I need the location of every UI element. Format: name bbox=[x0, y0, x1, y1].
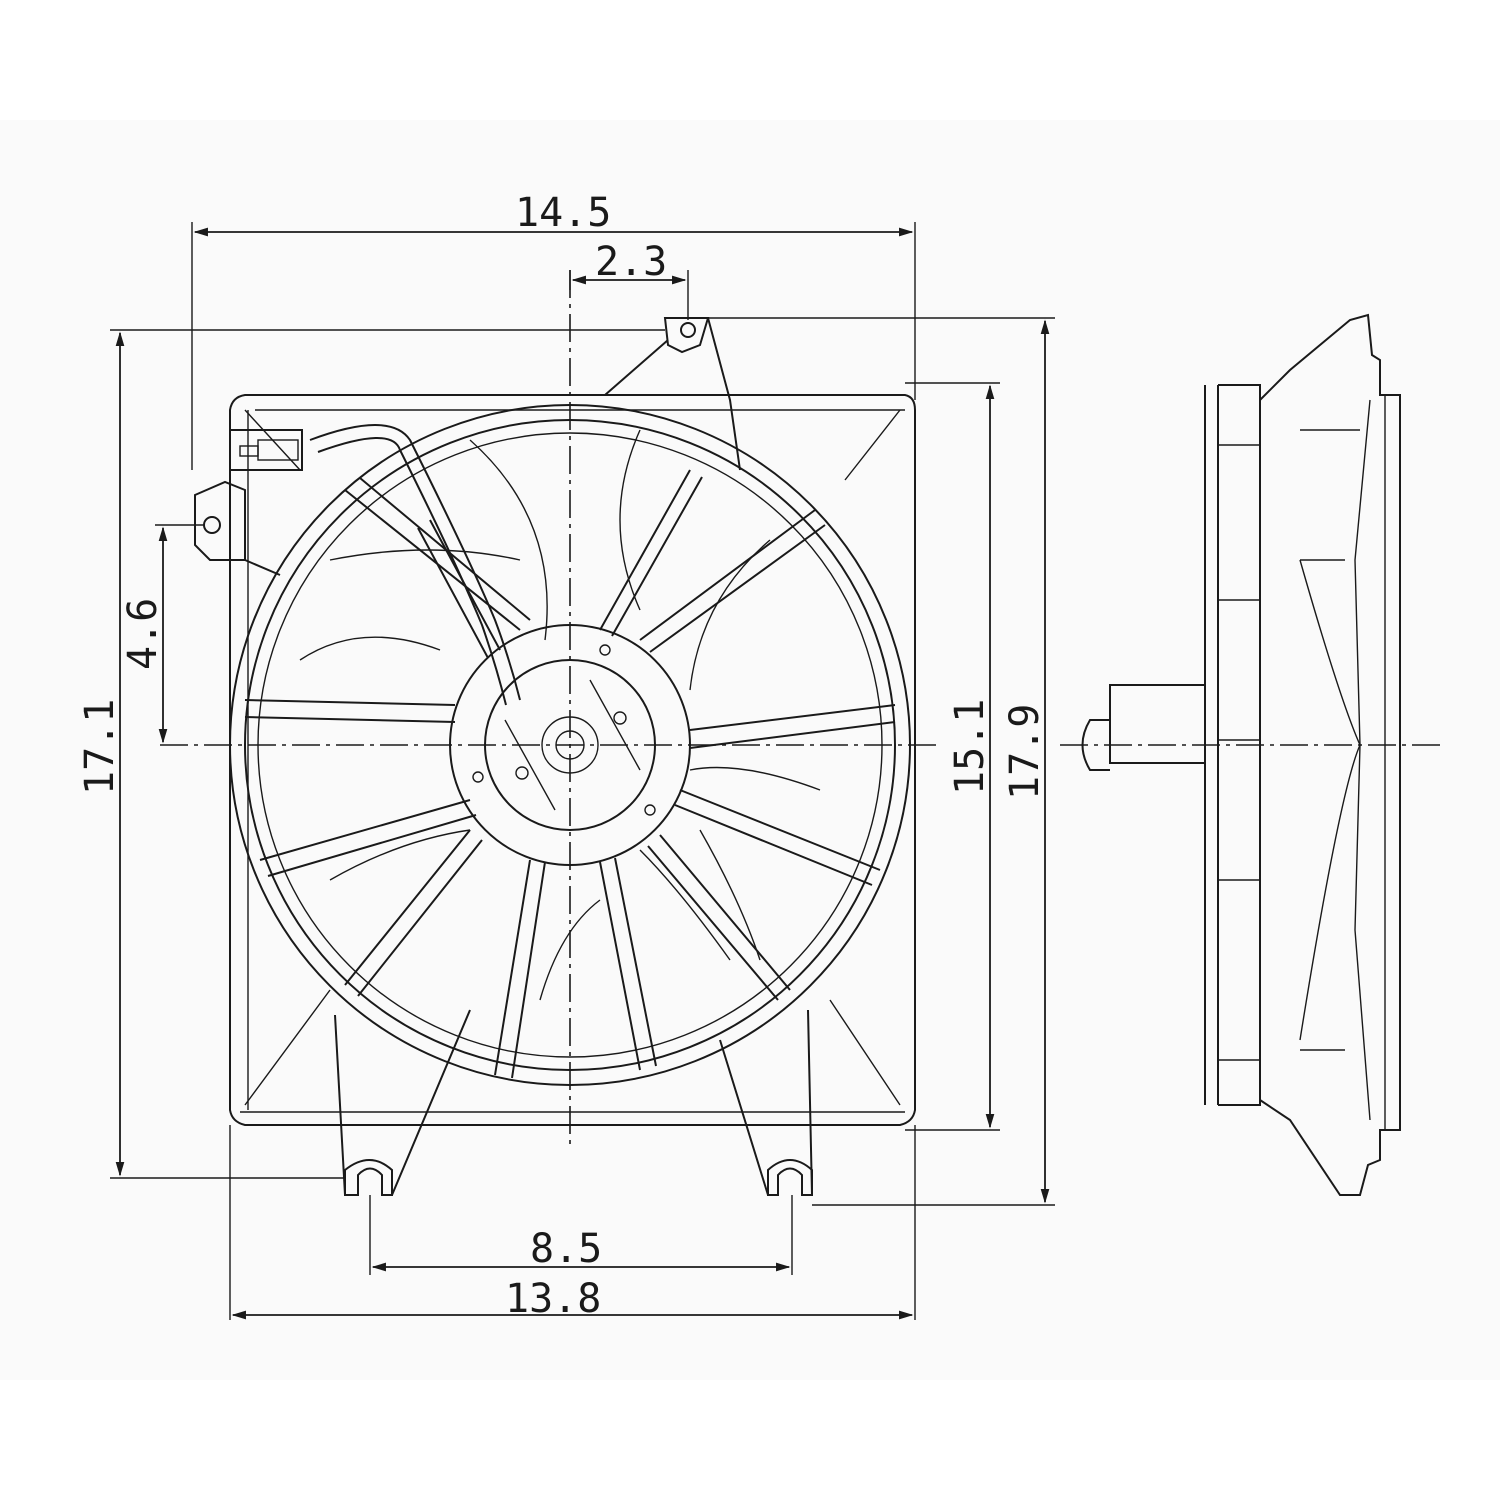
dim-label-13-8: 13.8 bbox=[505, 1276, 601, 1322]
dim-label-8-5: 8.5 bbox=[530, 1226, 602, 1272]
dim-label-14-5: 14.5 bbox=[515, 190, 611, 236]
side-view bbox=[1060, 313, 1440, 1196]
fan-spokes bbox=[244, 469, 896, 1079]
bottom-mount-slot-right bbox=[719, 1009, 813, 1196]
shroud-profile bbox=[1259, 313, 1401, 1196]
top-mount-tab bbox=[604, 317, 741, 471]
dim-label-17-9: 17.9 bbox=[1002, 704, 1048, 800]
left-mount-bracket bbox=[194, 480, 281, 576]
dim-label-2-3: 2.3 bbox=[595, 239, 667, 285]
fan-blades bbox=[299, 429, 821, 1001]
dim-label-15-1: 15.1 bbox=[947, 699, 993, 795]
dim-label-17-1: 17.1 bbox=[77, 699, 123, 795]
dim-label-4-6: 4.6 bbox=[120, 598, 166, 670]
bottom-mount-slot-left bbox=[334, 1009, 471, 1196]
front-view bbox=[160, 270, 940, 1196]
electrical-connector bbox=[229, 429, 303, 471]
wire-harness bbox=[309, 424, 521, 701]
motor-body bbox=[1109, 684, 1206, 764]
shroud-frame bbox=[229, 394, 916, 1126]
dimensions: 14.5 2.3 17.1 4.6 15.1 17.9 8.5 13.8 bbox=[77, 190, 1055, 1322]
